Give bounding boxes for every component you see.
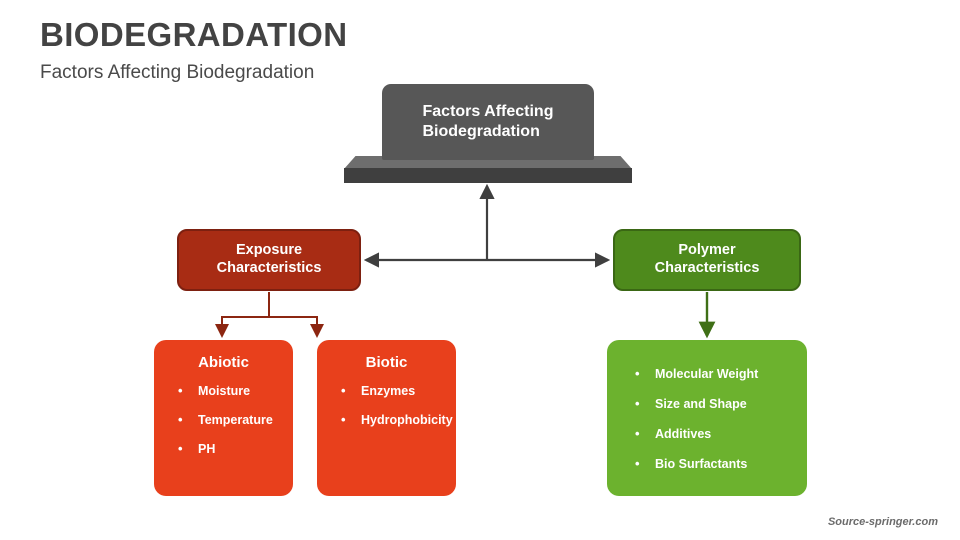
node-abiotic-heading: Abiotic [198,354,249,371]
root-node[interactable]: Factors Affecting Biodegradation [344,84,632,186]
list-item: Additives [635,425,797,443]
list-item: Enzymes [341,382,446,400]
list-item: Temperature [178,411,283,429]
node-exposure-label: Exposure Characteristics [216,242,322,276]
list-item: Molecular Weight [635,365,797,383]
root-node-box[interactable]: Factors Affecting Biodegradation [382,84,594,160]
abiotic-bullet-list: Moisture Temperature PH [154,382,293,458]
polymer-bullet-list: Molecular Weight Size and Shape Additive… [607,365,807,473]
list-item: Hydrophobicity [341,411,453,429]
node-polymer-characteristics[interactable]: Polymer Characteristics [613,229,801,291]
list-item: Bio Surfactants [635,455,797,473]
root-node-label: Factors Affecting Biodegradation [422,103,554,140]
page-title: BIODEGRADATION [40,16,348,53]
node-polymer-label: Polymer Characteristics [654,242,760,276]
node-abiotic[interactable]: Abiotic Moisture Temperature PH [154,340,293,496]
node-exposure-characteristics[interactable]: Exposure Characteristics [177,229,361,291]
list-item: Size and Shape [635,395,797,413]
node-polymer-properties[interactable]: Molecular Weight Size and Shape Additive… [607,340,807,496]
biotic-bullet-list: Enzymes Hydrophobicity [317,382,456,429]
page-subtitle: Factors Affecting Biodegradation [40,62,315,83]
pedestal-front-face [344,168,632,183]
source-attribution: Source-springer.com [827,516,938,528]
list-item: Moisture [178,382,283,400]
node-biotic[interactable]: Biotic Enzymes Hydrophobicity [317,340,456,496]
list-item: PH [178,440,283,458]
node-biotic-heading: Biotic [365,354,408,371]
